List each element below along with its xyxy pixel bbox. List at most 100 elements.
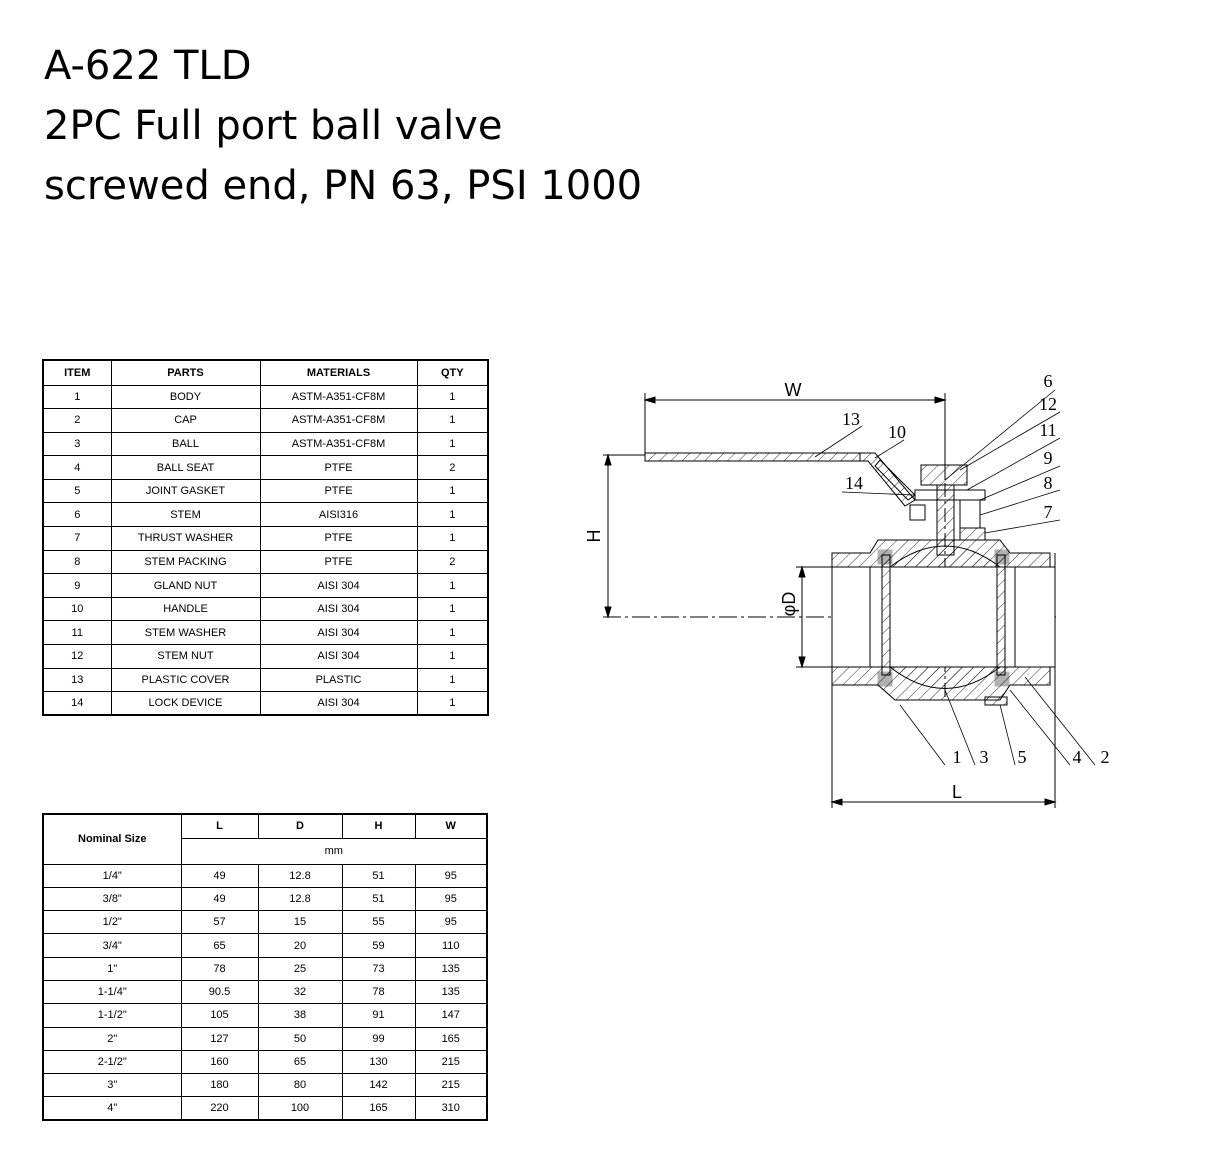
cell-item: 8 [42, 549, 112, 575]
cell-w: 310 [414, 1096, 488, 1121]
cell-materials: AISI 304 [259, 596, 418, 622]
cell-w: 95 [414, 910, 488, 935]
cell-h: 55 [341, 910, 416, 935]
cell-nominal-size: 1" [42, 956, 182, 981]
cell-d: 20 [257, 933, 343, 958]
cell-qty: 1 [416, 384, 489, 410]
cell-w: 165 [414, 1026, 488, 1051]
cell-item: 9 [42, 573, 112, 598]
cell-w: 95 [414, 863, 488, 888]
cell-materials: PTFE [259, 526, 418, 551]
cell-qty: 1 [416, 502, 489, 528]
cell-materials: ASTM-A351-CF8M [259, 384, 418, 410]
cell-h: 99 [341, 1026, 416, 1051]
cell-nominal-size: 3/8" [42, 886, 182, 912]
cell-item: 5 [42, 478, 112, 504]
ball-valve-drawing: W H φD L [584, 371, 1110, 808]
cell-l: 90.5 [180, 979, 259, 1005]
col-header-parts: PARTS [110, 359, 261, 386]
cell-h: 165 [341, 1096, 416, 1121]
cell-qty: 1 [416, 526, 489, 551]
ball-seats [877, 549, 1010, 687]
cell-item: 4 [42, 455, 112, 480]
cell-w: 147 [414, 1003, 488, 1028]
cell-qty: 1 [416, 644, 489, 669]
cell-parts: BALL [110, 431, 261, 457]
cell-d: 80 [257, 1073, 343, 1098]
cell-parts: THRUST WASHER [110, 526, 261, 551]
cell-item: 14 [42, 691, 112, 716]
document-title: A-622 TLD 2PC Full port ball valve screw… [44, 36, 642, 216]
cell-w: 110 [414, 933, 488, 958]
cell-l: 127 [180, 1026, 259, 1051]
dimension-d: φD [779, 565, 832, 669]
cell-nominal-size: 1/2" [42, 910, 182, 935]
cell-l: 180 [180, 1073, 259, 1098]
callout-8: 8 [1044, 473, 1053, 493]
dim-w-label: W [785, 380, 802, 400]
cell-materials: PTFE [259, 549, 418, 575]
cell-item: 1 [42, 384, 112, 410]
cell-l: 49 [180, 886, 259, 912]
cell-nominal-size: 4" [42, 1096, 182, 1121]
cell-nominal-size: 2-1/2" [42, 1049, 182, 1075]
cell-nominal-size: 1-1/4" [42, 979, 182, 1005]
cell-item: 13 [42, 667, 112, 693]
title-description: 2PC Full port ball valve [44, 103, 503, 149]
callout-14: 14 [845, 473, 863, 493]
col-header-h: H [341, 813, 416, 839]
callout-4: 4 [1073, 747, 1082, 767]
callout-5: 5 [1018, 747, 1027, 767]
joint-gasket [984, 696, 1008, 706]
leader-lines [814, 389, 1096, 766]
cell-item: 11 [42, 620, 112, 646]
cell-d: 32 [257, 979, 343, 1005]
cell-qty: 1 [416, 408, 489, 433]
cell-l: 105 [180, 1003, 259, 1028]
col-header-nominal-size: Nominal Size [42, 813, 182, 865]
cell-qty: 1 [416, 596, 489, 622]
cell-h: 142 [341, 1073, 416, 1098]
callout-9: 9 [1044, 448, 1053, 468]
col-header-materials: MATERIALS [259, 359, 418, 386]
cell-d: 100 [257, 1096, 343, 1121]
cell-item: 6 [42, 502, 112, 528]
cell-materials: ASTM-A351-CF8M [259, 431, 418, 457]
cell-materials: AISI 304 [259, 644, 418, 669]
cell-item: 7 [42, 526, 112, 551]
cell-nominal-size: 1/4" [42, 863, 182, 888]
cell-nominal-size: 1-1/2" [42, 1003, 182, 1028]
cell-qty: 1 [416, 431, 489, 457]
cell-parts: HANDLE [110, 596, 261, 622]
cell-h: 59 [341, 933, 416, 958]
cell-item: 10 [42, 596, 112, 622]
cell-d: 50 [257, 1026, 343, 1051]
cell-h: 51 [341, 886, 416, 912]
cell-parts: STEM NUT [110, 644, 261, 669]
title-specs: screwed end, PN 63, PSI 1000 [44, 163, 643, 209]
cell-parts: STEM WASHER [110, 620, 261, 646]
callout-1: 1 [953, 747, 962, 767]
cell-materials: AISI316 [259, 502, 418, 528]
cell-item: 3 [42, 431, 112, 457]
cell-d: 15 [257, 910, 343, 935]
